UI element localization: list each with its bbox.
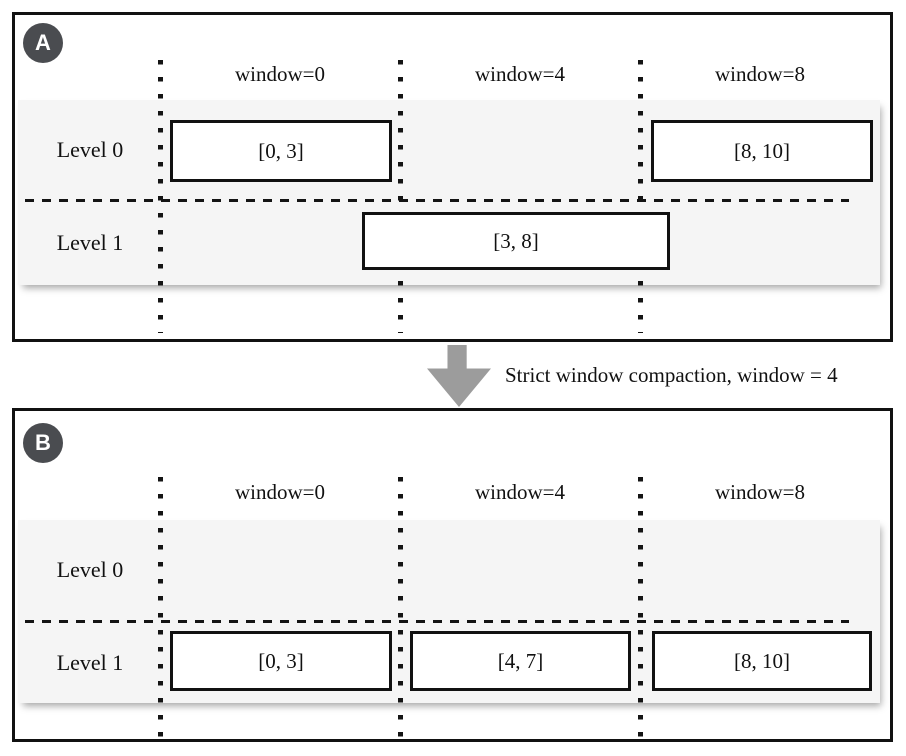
compaction-caption: Strict window compaction, window = 4 — [505, 363, 838, 387]
panel-a-window-boundary-line-8 — [638, 60, 643, 333]
panel-a-window-boundary-line-4 — [398, 60, 403, 333]
panel-a-window-4-header: window=4 — [474, 62, 565, 86]
panel-b-level-divider-line — [25, 620, 849, 623]
down-arrow-icon — [427, 345, 491, 407]
panel-a-window-8-header: window=8 — [714, 62, 805, 86]
panel-b-level1-interval-box-8-10: [8, 10] — [652, 631, 872, 691]
panel-a-level0-interval-box-8-10: [8, 10] — [651, 120, 873, 182]
panel-a-window-boundary-line-0 — [158, 60, 163, 333]
panel-a-level-0-label: Level 0 — [56, 137, 124, 162]
panel-b-window-boundary-line-4 — [398, 477, 403, 737]
panel-b-window-boundary-line-8 — [638, 477, 643, 737]
panel-b-level-1-label: Level 1 — [56, 649, 124, 675]
panel-b-window-4-header: window=4 — [474, 480, 565, 504]
panel-a-badge: A — [23, 23, 63, 63]
panel-a-window-0-header: window=0 — [234, 62, 325, 86]
panel-b-window-boundary-line-0 — [158, 477, 163, 737]
panel-b-level1-interval-box-4-7: [4, 7] — [410, 631, 631, 691]
panel-a: A window=0 window=4 window=8 Level 0 Lev… — [12, 12, 893, 342]
panel-b-window-8-header: window=8 — [714, 480, 805, 504]
panel-b-level-0-label: Level 0 — [56, 557, 124, 582]
panel-a-level0-interval-box-0-3: [0, 3] — [170, 120, 392, 182]
panel-b-level1-interval-box-0-3: [0, 3] — [170, 631, 392, 691]
panel-b-badge: B — [23, 423, 63, 463]
panel-b-window-0-header: window=0 — [234, 480, 325, 504]
panel-b: B window=0 window=4 window=8 Level 0 Lev… — [12, 408, 893, 742]
panel-a-level-divider-line — [25, 199, 849, 202]
panel-a-level-1-label: Level 1 — [56, 230, 124, 255]
panel-a-level1-interval-box-3-8: [3, 8] — [362, 212, 670, 270]
